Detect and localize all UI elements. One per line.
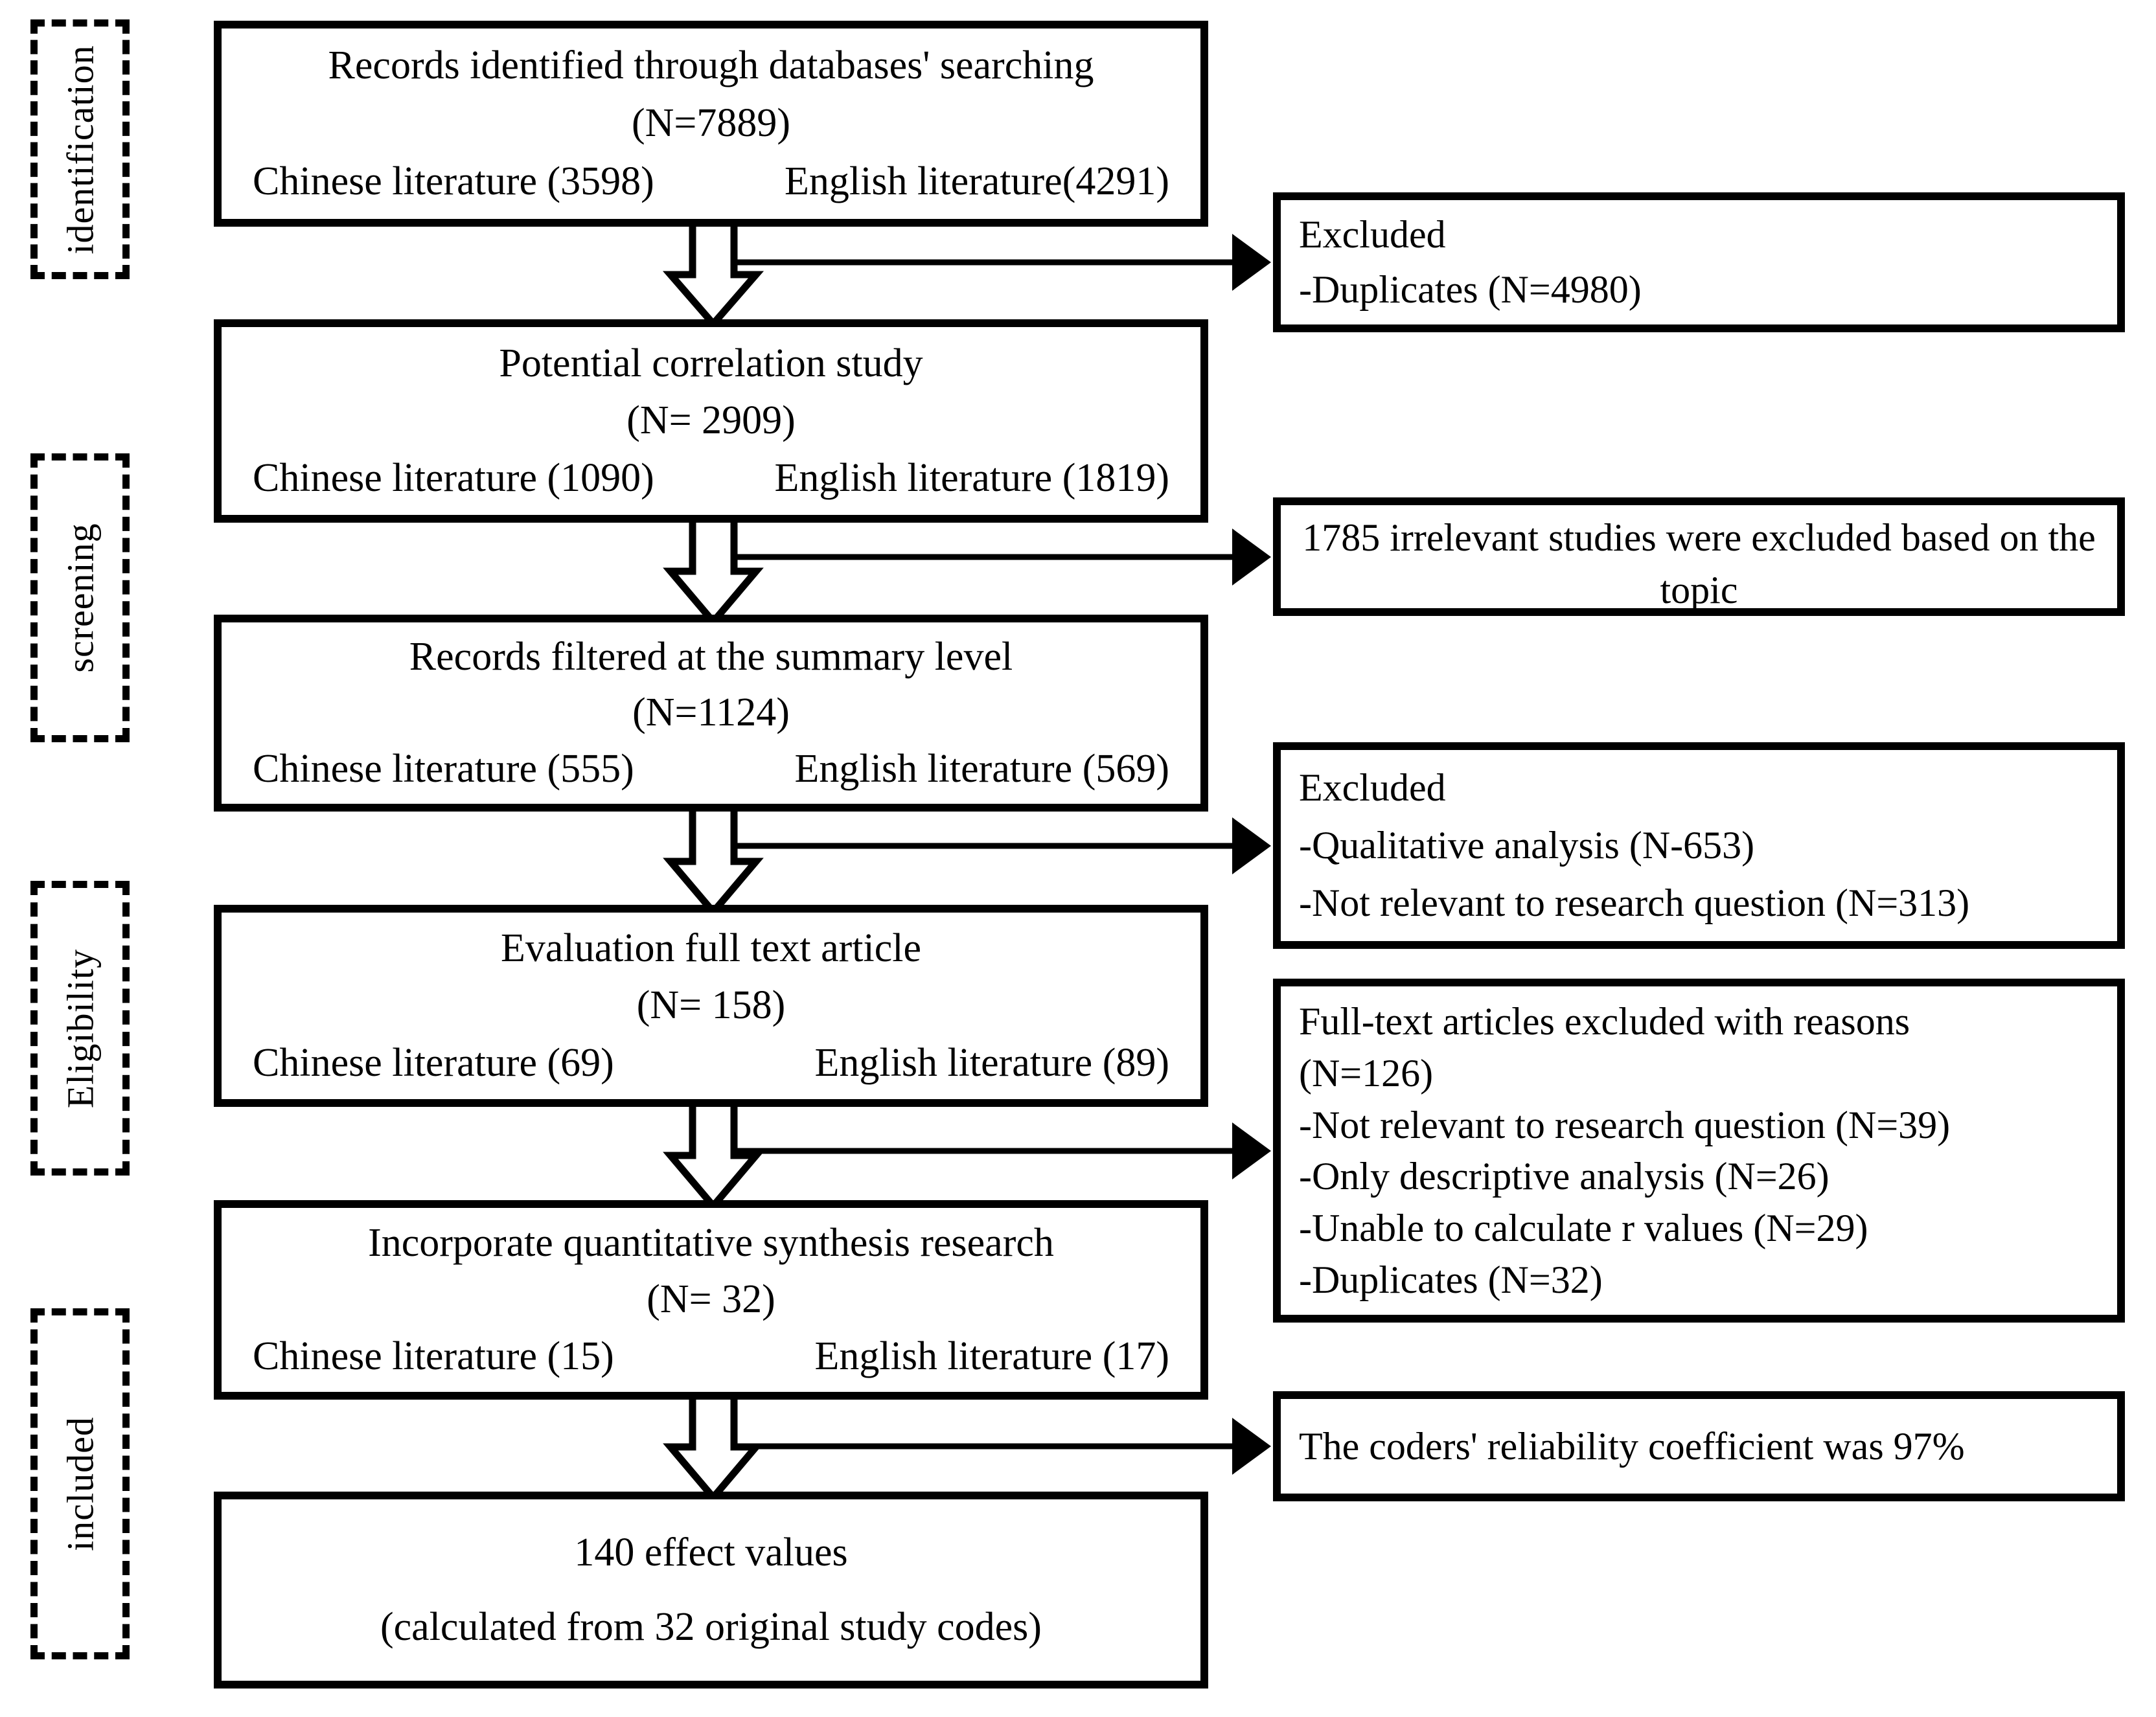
flow-box-effect-values: 140 effect values (calculated from 32 or…: [214, 1492, 1208, 1689]
stage-box-included: included: [30, 1308, 130, 1659]
side-box-fulltext-excluded-reasons: Full-text articles excluded with reasons…: [1273, 979, 2125, 1323]
stage-label: identification: [59, 44, 101, 255]
flow-box-title: Records identified through databases' se…: [328, 43, 1094, 87]
flow-box-quantitative-synthesis: Incorporate quantitative synthesis resea…: [214, 1200, 1208, 1400]
side-box-line: 1785 irrelevant studies were excluded ba…: [1302, 516, 2096, 611]
down-arrow: [663, 1106, 764, 1212]
side-box-line: -Duplicates (N=4980): [1299, 267, 1642, 311]
side-box-line: -Not relevant to research question (N=31…: [1299, 881, 1970, 924]
flow-box-title: Evaluation full text article: [500, 926, 922, 971]
down-arrow: [663, 521, 764, 628]
chinese-literature-count: Chinese literature (555): [253, 746, 634, 791]
literature-row: Chinese literature (1090) English litera…: [222, 457, 1200, 499]
stage-box-identification: identification: [30, 19, 130, 279]
arrowhead: [1232, 529, 1271, 586]
chinese-literature-count: Chinese literature (69): [253, 1040, 614, 1085]
down-arrow: [663, 810, 764, 918]
chinese-literature-count: Chinese literature (15): [253, 1334, 614, 1378]
flow-box-count: (calculated from 32 original study codes…: [380, 1604, 1042, 1649]
chinese-literature-count: Chinese literature (3598): [253, 159, 654, 204]
side-box-line: (N=126): [1299, 1051, 1434, 1095]
side-box-line: -Only descriptive analysis (N=26): [1299, 1155, 1829, 1198]
chinese-literature-count: Chinese literature (1090): [253, 456, 654, 501]
english-literature-count: English literature (89): [814, 1040, 1170, 1085]
flow-box-title: 140 effect values: [574, 1530, 848, 1575]
flow-box-title: Incorporate quantitative synthesis resea…: [368, 1221, 1054, 1266]
arrowhead: [1232, 1418, 1271, 1475]
literature-row: Chinese literature (69) English literatu…: [222, 1040, 1200, 1085]
flow-box-fulltext-evaluation: Evaluation full text article (N= 158) Ch…: [214, 905, 1208, 1107]
side-box-line: Excluded: [1299, 213, 1446, 256]
flow-box-count: (N= 2909): [626, 398, 796, 443]
side-box-line: -Not relevant to research question (N=39…: [1299, 1103, 1951, 1146]
side-box-line: The coders' reliability coefficient was …: [1299, 1424, 1965, 1468]
stage-label: Eligibility: [59, 948, 101, 1108]
arrowhead: [1232, 234, 1271, 291]
flow-box-potential-correlation: Potential correlation study (N= 2909) Ch…: [214, 319, 1208, 523]
english-literature-count: English literature (17): [814, 1334, 1170, 1378]
arrowhead: [1232, 1122, 1271, 1179]
flow-box-count: (N=7889): [631, 101, 791, 146]
english-literature-count: English literature (1819): [774, 456, 1170, 501]
stage-label: screening: [59, 523, 101, 673]
side-box-line: -Unable to calculate r values (N=29): [1299, 1207, 1868, 1250]
flow-box-count: (N= 32): [647, 1277, 775, 1322]
side-box-line: Excluded: [1299, 766, 1446, 809]
side-box-excluded-qualitative: Excluded -Qualitative analysis (N-653) -…: [1273, 742, 2125, 949]
flow-box-title: Records filtered at the summary level: [409, 635, 1013, 679]
stage-box-screening: screening: [30, 453, 130, 742]
flow-box-title: Potential correlation study: [499, 341, 923, 385]
stage-box-eligibility: Eligibility: [30, 881, 130, 1176]
side-box-line: -Duplicates (N=32): [1299, 1258, 1603, 1302]
branch-arrowheads: [1232, 234, 1271, 1475]
flow-box-count: (N= 158): [636, 983, 786, 1028]
side-box-coder-reliability: The coders' reliability coefficient was …: [1273, 1391, 2125, 1501]
down-arrow: [662, 227, 764, 330]
literature-row: Chinese literature (3598) English litera…: [222, 161, 1200, 203]
english-literature-count: English literature(4291): [785, 159, 1169, 204]
side-box-line: Full-text articles excluded with reasons: [1299, 999, 1910, 1043]
flow-box-summary-filtered: Records filtered at the summary level (N…: [214, 615, 1208, 812]
flow-box-records-identified: Records identified through databases' se…: [214, 21, 1208, 227]
arrowhead: [1232, 817, 1271, 874]
side-box-line: -Qualitative analysis (N-653): [1299, 824, 1755, 867]
flow-box-count: (N=1124): [632, 690, 790, 735]
branch-lines: [734, 259, 1234, 1450]
english-literature-count: English literature (569): [794, 746, 1170, 791]
side-box-excluded-duplicates: Excluded -Duplicates (N=4980): [1273, 192, 2125, 332]
stage-label: included: [59, 1416, 101, 1551]
side-box-irrelevant-topic: 1785 irrelevant studies were excluded ba…: [1273, 497, 2125, 616]
literature-row: Chinese literature (555) English literat…: [222, 746, 1200, 791]
literature-row: Chinese literature (15) English literatu…: [222, 1334, 1200, 1378]
